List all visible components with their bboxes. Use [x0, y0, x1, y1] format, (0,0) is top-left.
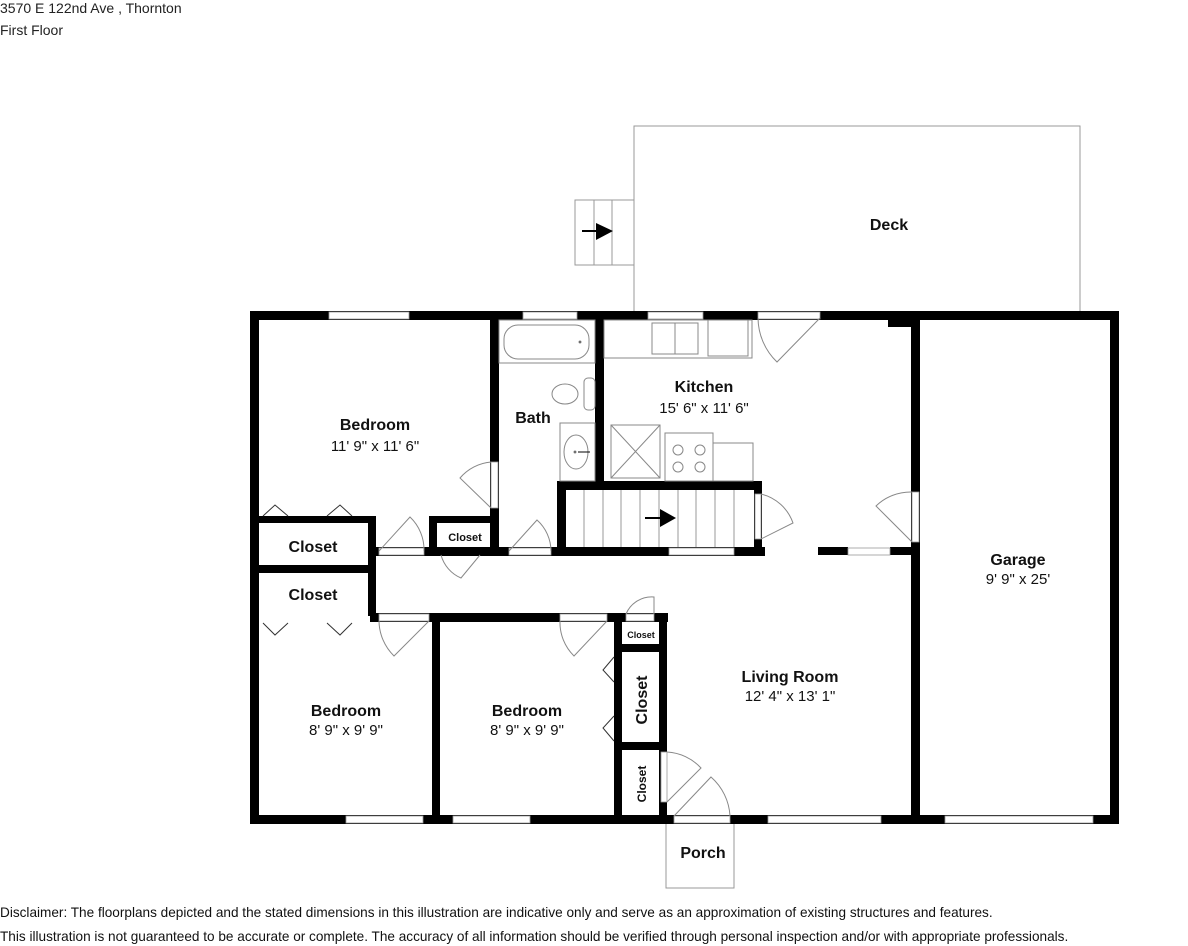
bedroom-2-dims: 8' 9" x 9' 9"	[309, 722, 383, 739]
porch-outline	[665, 821, 735, 889]
bedroom-main-label: Bedroom	[340, 417, 410, 434]
porch-label: Porch	[680, 845, 725, 862]
kitchen-dims: 15' 6" x 11' 6"	[659, 400, 749, 417]
kitchen-label: Kitchen	[675, 379, 734, 396]
bath-label: Bath	[515, 410, 551, 427]
refrigerator-icon	[610, 424, 661, 479]
closet-hall-label: Closet	[448, 532, 482, 544]
living-room-label: Living Room	[742, 669, 839, 686]
disclaimer-line-2: This illustration is not guaranteed to b…	[0, 929, 1069, 944]
bedroom-3-label: Bedroom	[492, 703, 562, 720]
deck	[633, 125, 1081, 313]
closet-bedroom2-label: Closet	[289, 587, 339, 604]
garage-label: Garage	[990, 552, 1045, 569]
stove-icon	[664, 432, 714, 482]
living-room-dims: 12' 4" x 13' 1"	[745, 688, 836, 705]
closet-small-top-label: Closet	[627, 630, 655, 640]
deck-stairs	[574, 199, 635, 266]
windows	[328, 311, 1094, 824]
property-address: 3570 E 122nd Ave , Thornton	[0, 0, 182, 16]
deck-label: Deck	[870, 217, 908, 234]
bathtub-icon	[503, 324, 590, 360]
interior-stairs	[583, 490, 735, 547]
kitchen-sink-icon	[651, 322, 699, 355]
disclaimer-line-1: Disclaimer: The floorplans depicted and …	[0, 905, 993, 920]
kitchen-fixtures	[603, 319, 754, 482]
stairs-arrow-icon	[582, 223, 613, 240]
closet-vertical-bottom-label: Closet	[635, 766, 649, 803]
dishwasher-icon	[707, 319, 749, 357]
floor-label: First Floor	[0, 22, 63, 38]
closet-vertical-mid-label: Closet	[634, 675, 651, 725]
bath-fixtures	[498, 319, 596, 482]
toilet-icon	[551, 377, 596, 411]
bedroom-main-dims: 11' 9" x 11' 6"	[331, 438, 419, 455]
stairs-arrow-icon	[645, 509, 676, 527]
door-swings	[378, 317, 913, 817]
bedroom-2-label: Bedroom	[311, 703, 381, 720]
closet-main-bedroom-label: Closet	[289, 539, 339, 556]
garage-dims: 9' 9" x 25'	[986, 571, 1051, 588]
bedroom-3-dims: 8' 9" x 9' 9"	[490, 722, 564, 739]
sink-icon	[559, 422, 596, 482]
closet-bifold-doors	[262, 504, 615, 742]
